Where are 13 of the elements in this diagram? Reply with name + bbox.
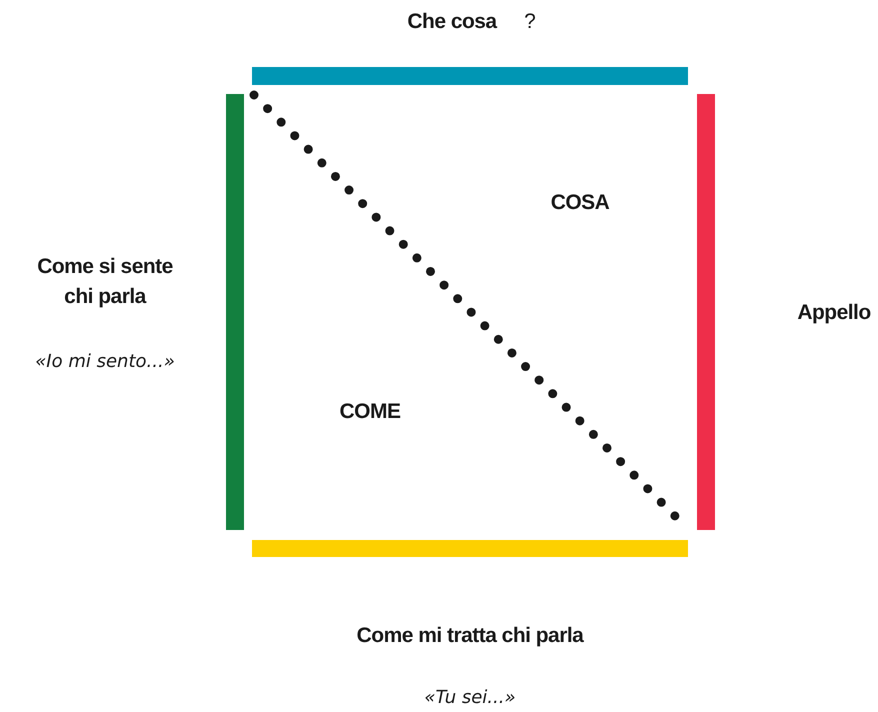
quote-text: «Io mi sento...» [34,350,176,374]
side-bar [252,67,688,85]
caption-text: Appello [796,300,872,326]
caption-text: Come si sente chi parla [36,254,174,310]
label-text: COSA [550,190,610,216]
caption-text: ? [523,9,537,35]
caption-text: Che cosa [406,9,498,35]
side-bar [226,94,244,530]
side-bar [252,540,688,557]
quote-text: «Tu sei...» [423,686,517,710]
label-text: COME [338,399,402,425]
side-bar [697,94,715,530]
caption-text: Come mi tratta chi parla [356,623,585,649]
